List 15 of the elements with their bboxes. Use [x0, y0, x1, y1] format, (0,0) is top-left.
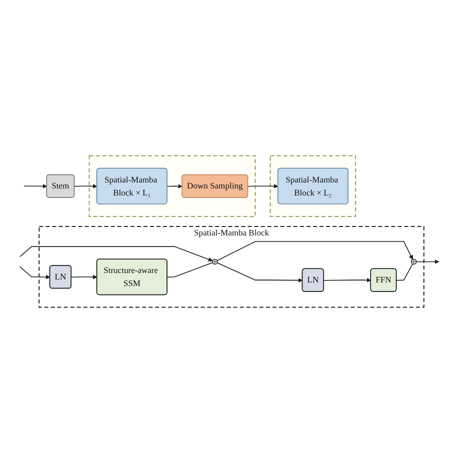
- arrow: [248, 184, 278, 188]
- arrow: [24, 184, 48, 188]
- arrow: [416, 260, 440, 264]
- arrow: [70, 274, 98, 280]
- arrow: [216, 241, 413, 261]
- arrow: [166, 184, 182, 188]
- cluster: [88, 155, 256, 217]
- arrow: [19, 266, 50, 280]
- connector: [166, 262, 213, 278]
- arrow: [216, 262, 303, 283]
- arrow: [19, 246, 213, 262]
- arrow: [74, 184, 98, 188]
- connector: [396, 264, 414, 281]
- arrow: [324, 278, 372, 282]
- cluster: [270, 155, 356, 217]
